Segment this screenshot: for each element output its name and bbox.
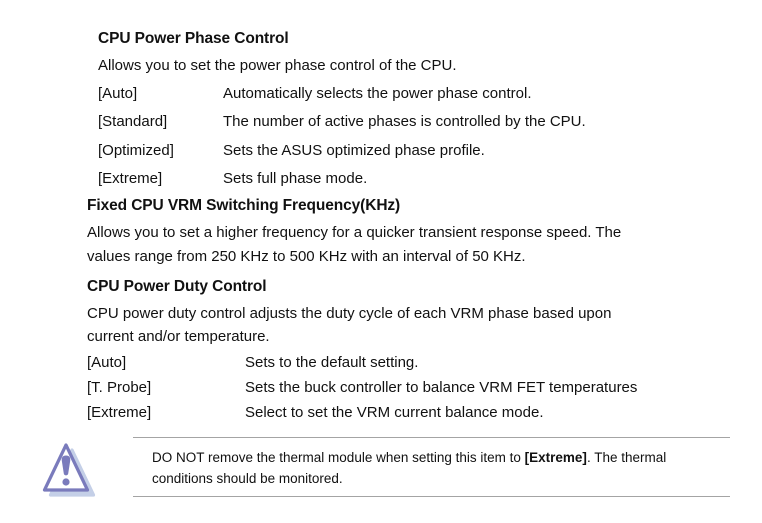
option-term: [Auto] (87, 354, 127, 371)
section-heading: CPU Power Duty Control (87, 278, 267, 295)
option-row: [Auto] Automatically selects the power p… (98, 80, 718, 108)
section-fixed-cpu-vrm-switching-frequency: Fixed CPU VRM Switching Frequency(KHz) A… (87, 196, 712, 268)
option-description: Select to set the VRM current balance mo… (245, 404, 544, 422)
section-cpu-power-duty-control: CPU Power Duty Control CPU power duty co… (87, 277, 712, 426)
option-description: Sets the ASUS optimized phase profile. (223, 141, 485, 159)
option-row: [Optimized] Sets the ASUS optimized phas… (98, 137, 718, 165)
section-intro-line: Allows you to set a higher frequency for… (87, 224, 622, 241)
section-intro-line: values range from 250 KHz to 500 KHz wit… (87, 247, 526, 265)
option-list: [Auto] Sets to the default setting. [T. … (87, 350, 712, 426)
option-description: Automatically selects the power phase co… (223, 85, 532, 102)
section-intro-line: CPU power duty control adjusts the duty … (87, 305, 612, 322)
option-term: [Extreme] (98, 170, 163, 188)
option-description: Sets full phase mode. (223, 170, 368, 188)
option-term: [Auto] (98, 85, 138, 102)
caution-note: DO NOT remove the thermal module when se… (133, 437, 730, 497)
note-text-before: DO NOT remove the thermal module when se… (152, 450, 525, 465)
option-term: [T. Probe] (87, 379, 152, 397)
option-term: [Standard] (98, 113, 168, 131)
option-term: [Extreme] (87, 404, 152, 422)
option-row: [Standard] The number of active phases i… (98, 108, 718, 136)
option-description: The number of active phases is controlle… (223, 113, 586, 131)
section-intro-line: Allows you to set the power phase contro… (98, 57, 457, 74)
warning-triangle-icon (42, 443, 96, 497)
note-text-after: . The thermal conditions should be monit… (152, 450, 667, 486)
section-intro: Allows you to set the power phase contro… (98, 54, 718, 77)
note-text: DO NOT remove the thermal module when se… (133, 438, 715, 489)
note-text-bold: [Extreme] (524, 450, 587, 465)
option-term: [Optimized] (98, 141, 174, 159)
section-intro: CPU power duty control adjusts the duty … (87, 302, 712, 348)
option-row: [Extreme] Sets full phase mode. (98, 165, 718, 193)
option-description: Sets to the default setting. (245, 354, 419, 371)
section-heading: CPU Power Phase Control (98, 30, 289, 47)
option-description: Sets the buck controller to balance VRM … (245, 379, 638, 397)
option-row: [Extreme] Select to set the VRM current … (87, 400, 712, 425)
section-intro: Allows you to set a higher frequency for… (87, 221, 712, 268)
option-list: [Auto] Automatically selects the power p… (98, 80, 718, 194)
section-intro-line: current and/or temperature. (87, 328, 270, 345)
option-row: [Auto] Sets to the default setting. (87, 350, 712, 375)
section-heading: Fixed CPU VRM Switching Frequency(KHz) (87, 197, 401, 214)
section-cpu-power-phase-control: CPU Power Phase Control Allows you to se… (98, 29, 718, 194)
option-row: [T. Probe] Sets the buck controller to b… (87, 375, 712, 400)
